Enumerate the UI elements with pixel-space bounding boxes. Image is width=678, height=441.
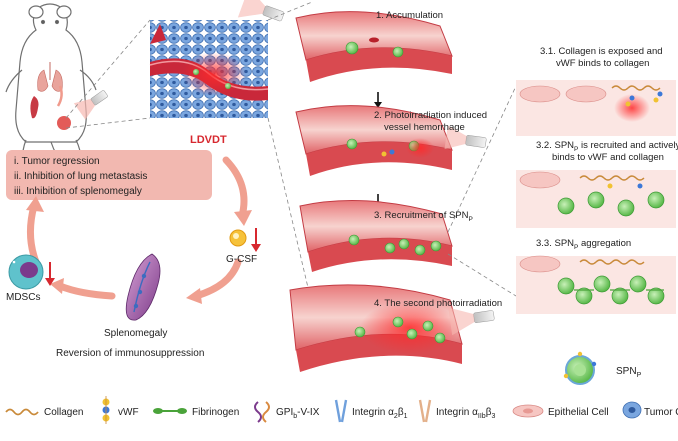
inset-torch-icon xyxy=(237,0,285,22)
laser-torch-icon xyxy=(73,90,108,120)
step-2-label-line2: vessel hemorrhage xyxy=(384,122,465,133)
step-3-label: 3. Recruitment of SPNP xyxy=(374,210,473,223)
detail-connector xyxy=(447,253,517,297)
step-1-label: 1. Accumulation xyxy=(376,10,443,21)
zoom-connector xyxy=(65,19,151,119)
vessel-step-2 xyxy=(295,105,453,176)
step-2-label-line1: 2. Photoirradiation induced xyxy=(374,110,487,121)
model-label: LDVDT xyxy=(190,134,227,146)
cycle-arrow-to-spleen xyxy=(192,258,242,300)
collagen-icon xyxy=(5,408,39,416)
detail-panel-2 xyxy=(516,170,676,228)
mouse-spleen-icon xyxy=(30,96,39,119)
gpib-icon xyxy=(254,401,270,423)
legend-epithelial: Epithelial Cell xyxy=(548,407,609,418)
fibrinogen-icon xyxy=(153,408,187,414)
legend-gpib: GPIb-V-IX xyxy=(276,407,320,420)
substep-2-line2: binds to vWF and collagen xyxy=(552,152,664,163)
legend-collagen: Collagen xyxy=(44,407,83,418)
cycle-arrow-to-gcsf xyxy=(222,156,248,220)
legend-tumor: Tumor Cell xyxy=(644,407,678,418)
gcsf-label: G-CSF xyxy=(226,254,257,265)
detail-panel-1 xyxy=(516,80,676,136)
mouse-lungs-icon xyxy=(37,62,63,92)
spleen-illustration xyxy=(125,253,161,321)
step-2-torch-icon xyxy=(444,125,487,150)
legend-vwf: vWF xyxy=(118,407,139,418)
substep-2-line1: 3.2. SPNP is recruited and actively xyxy=(536,140,678,153)
spnp-icon xyxy=(563,351,597,385)
outcome-3: iii. Inhibition of splenomegaly xyxy=(14,186,142,197)
zoom-connector xyxy=(267,1,313,21)
integrin-aiib-b3-icon xyxy=(418,399,432,423)
legend: Collagen vWF Fibrinogen GPIb-V-IX Integr… xyxy=(5,396,678,424)
mouse-tumor-icon xyxy=(57,116,71,130)
zoom-connector xyxy=(65,117,151,129)
step-4-label: 4. The second photoirradiation xyxy=(374,298,502,309)
outcome-1: i. Tumor regression xyxy=(14,156,100,167)
legend-integrin-a2b1: Integrin α2β1 xyxy=(352,407,408,420)
legend-integrin-aiibb3: Integrin αIIbβ3 xyxy=(436,407,495,420)
tumor-inset xyxy=(149,20,269,118)
zoom-connector xyxy=(267,117,319,331)
gcsf-icon xyxy=(229,229,247,247)
legend-fibrinogen: Fibrinogen xyxy=(192,407,239,418)
cycle-arrow-to-mdsc xyxy=(56,282,116,300)
outcome-2: ii. Inhibition of lung metastasis xyxy=(14,171,147,182)
spleen-label: Splenomegaly xyxy=(104,328,167,339)
spnp-label: SPNP xyxy=(616,366,642,379)
detail-connector xyxy=(447,85,517,233)
integrin-a2b1-icon xyxy=(334,399,348,423)
outcomes-box xyxy=(6,150,212,200)
vessel-step-3 xyxy=(299,200,453,272)
step-4-torch-icon xyxy=(448,307,495,336)
substep-1-line1: 3.1. Collagen is exposed and xyxy=(540,46,663,57)
cycle-arrow-to-outcomes xyxy=(27,202,40,266)
vwf-icon xyxy=(102,396,110,424)
mdsc-label: MDSCs xyxy=(6,292,40,303)
substep-3-label: 3.3. SPNP aggregation xyxy=(536,238,631,251)
tumor-cell-icon xyxy=(622,401,642,419)
vessel-step-1 xyxy=(295,11,453,82)
reversal-label: Reversion of immunosuppression xyxy=(56,348,204,359)
vessel-step-4 xyxy=(289,284,463,372)
detail-panel-3 xyxy=(516,255,676,314)
substep-1-line2: vWF binds to collagen xyxy=(556,58,649,69)
mouse-arrow xyxy=(56,85,63,107)
mdsc-icon xyxy=(8,254,44,290)
